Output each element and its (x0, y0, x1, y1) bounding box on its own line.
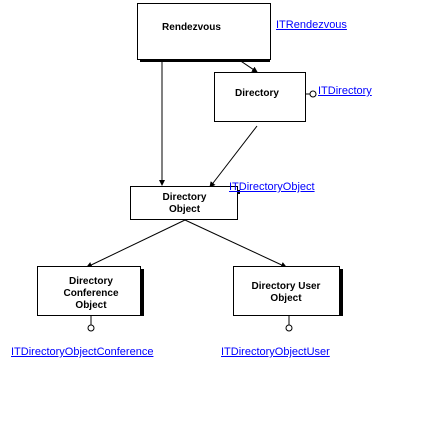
user-object-box (233, 266, 340, 316)
itdirectoryobject-link[interactable]: ITDirectoryObject (229, 181, 315, 193)
itdirectoryobjectuser-link[interactable]: ITDirectoryObjectUser (221, 346, 330, 358)
lollipop-conference-object (87, 316, 95, 332)
rendezvous-label: Rendezvous (162, 22, 221, 33)
rendezvous-box (137, 3, 271, 60)
itdirectoryobjectconference-link[interactable]: ITDirectoryObjectConference (11, 346, 154, 358)
edge-directory-directory-object (209, 125, 258, 188)
lollipop-user-object (285, 316, 293, 332)
edge-directory-object-conference (86, 219, 186, 268)
directory-box (214, 72, 306, 122)
conference-object-label: Directory Conference Object (63, 276, 119, 311)
conference-object-box (37, 266, 141, 316)
itrendezvous-link[interactable]: ITRendezvous (276, 19, 347, 31)
user-object-label: Directory User Object (251, 281, 321, 304)
itdirectory-link[interactable]: ITDirectory (318, 85, 372, 97)
directory-object-label: Directory Object (162, 192, 207, 215)
edge-directory-object-user (184, 219, 287, 268)
directory-label: Directory (235, 88, 279, 99)
directory-object-box (130, 186, 238, 220)
